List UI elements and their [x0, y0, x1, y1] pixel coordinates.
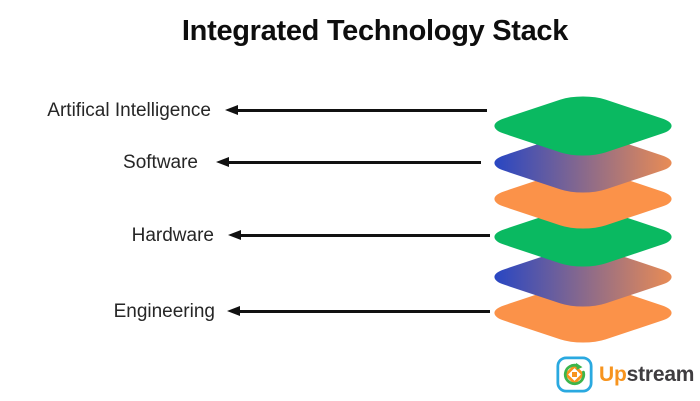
logo-diamond-outline: [564, 364, 585, 385]
label-artificial-intelligence: Artifical Intelligence: [47, 100, 211, 121]
logo-text: Upstream: [599, 363, 694, 387]
arrow-engineering: [227, 306, 490, 316]
logo-text-up: Up: [599, 362, 627, 386]
upstream-sync-diamond-icon: [556, 356, 593, 393]
logo-circular-arrow: [563, 363, 586, 386]
arrow-software: [216, 157, 481, 167]
page-title: Integrated Technology Stack: [181, 15, 569, 47]
arrow-hardware: [228, 230, 490, 240]
label-engineering: Engineering: [113, 301, 215, 322]
logo-text-stream: stream: [626, 362, 695, 386]
layer-artificial-intelligence-shape: [481, 92, 685, 160]
arrow-artificial-intelligence: [225, 105, 487, 115]
label-software: Software: [123, 152, 198, 173]
logo-diamond-center: [572, 372, 577, 377]
layer-artificial-intelligence: [481, 92, 685, 160]
logo-circular-arrowhead: [575, 362, 583, 370]
label-hardware: Hardware: [131, 225, 214, 246]
upstream-logo: Upstream: [556, 356, 694, 393]
